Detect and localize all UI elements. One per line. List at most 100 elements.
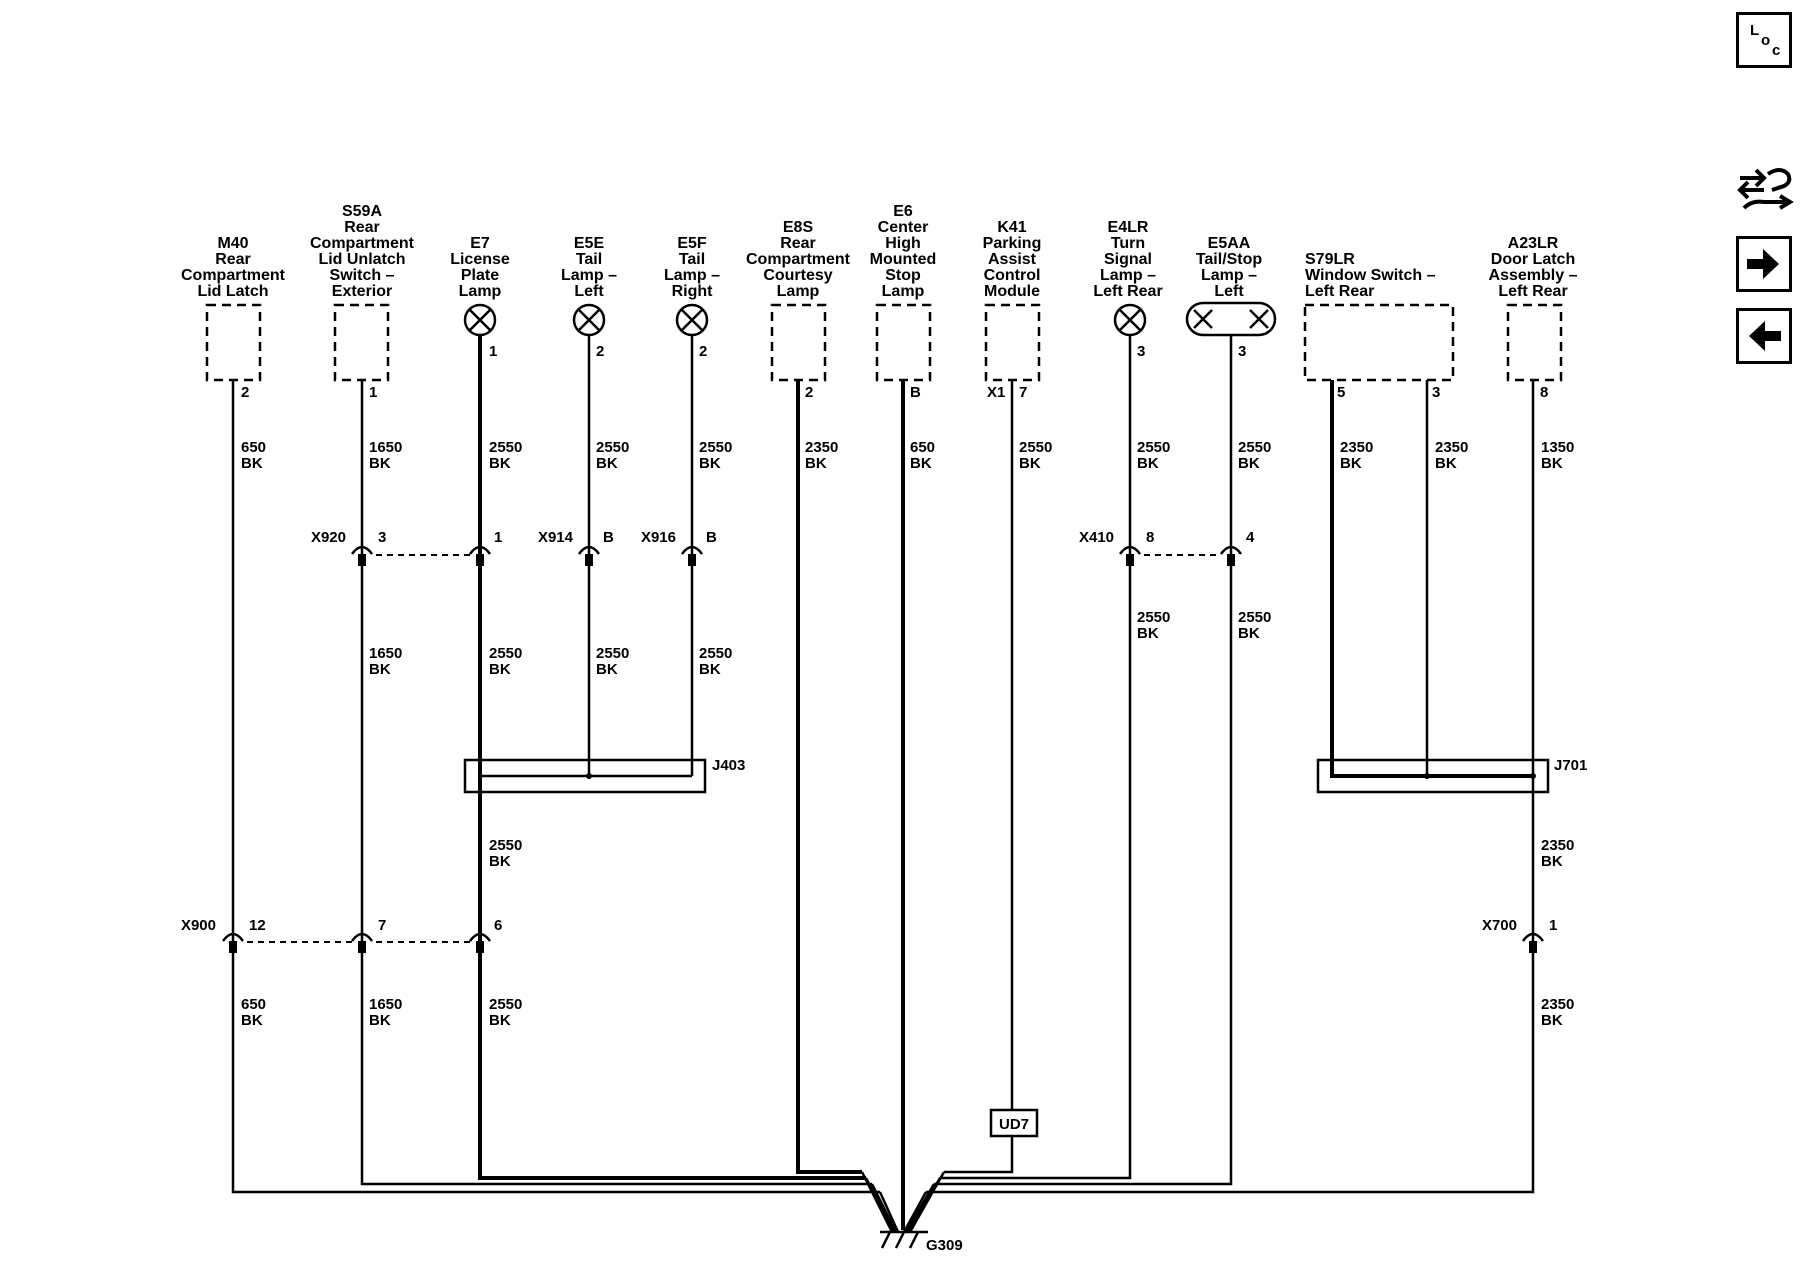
svg-text:E8S: E8S <box>783 219 814 236</box>
svg-text:Left: Left <box>1214 283 1244 300</box>
svg-text:Left Rear: Left Rear <box>1305 283 1374 300</box>
ground-g309-icon: G309 <box>880 1230 963 1254</box>
previous-arrow-icon <box>1749 321 1781 351</box>
svg-text:X410: X410 <box>1079 529 1114 546</box>
svg-text:X914: X914 <box>538 529 574 546</box>
svg-text:Lamp –: Lamp – <box>1100 267 1156 284</box>
svg-text:BK: BK <box>1541 1012 1563 1029</box>
svg-text:o: o <box>1761 32 1770 49</box>
label-e6: E6 Center High Mounted Stop Lamp <box>870 203 937 300</box>
e8s-pin: 2 <box>805 384 813 401</box>
svg-text:BK: BK <box>596 455 618 472</box>
svg-text:BK: BK <box>699 455 721 472</box>
svg-text:BK: BK <box>369 1012 391 1029</box>
svg-text:Tail: Tail <box>576 251 602 268</box>
splice-j701: J701 <box>1316 757 1587 794</box>
svg-text:2350: 2350 <box>1435 439 1468 456</box>
wire-e5aa <box>934 335 1233 1186</box>
a23lr-component-box <box>1506 303 1563 382</box>
label-e7: E7 License Plate Lamp <box>450 235 510 300</box>
svg-text:Rear: Rear <box>215 251 251 268</box>
svg-text:1650: 1650 <box>369 645 402 662</box>
svg-text:E5E: E5E <box>574 235 605 252</box>
svg-text:BK: BK <box>1541 455 1563 472</box>
svg-text:2550: 2550 <box>1019 439 1052 456</box>
svg-text:2550: 2550 <box>489 837 522 854</box>
svg-text:Assist: Assist <box>988 251 1037 268</box>
e5e-pin: 2 <box>596 343 604 360</box>
svg-text:Lamp –: Lamp – <box>561 267 617 284</box>
splice-j403: J403 <box>463 757 745 794</box>
svg-text:2550: 2550 <box>1238 609 1271 626</box>
s79lr-component-box <box>1303 303 1455 382</box>
svg-text:650: 650 <box>241 996 266 1013</box>
connector-x900: X900 12 7 6 <box>181 917 502 953</box>
svg-text:BK: BK <box>1137 625 1159 642</box>
e6-pin: B <box>910 384 921 401</box>
e5e-lamp-icon <box>572 303 606 337</box>
wire-e8s <box>796 380 862 1174</box>
svg-text:7: 7 <box>378 917 386 934</box>
svg-text:J403: J403 <box>712 757 745 774</box>
svg-text:Rear: Rear <box>344 219 380 236</box>
e6-component-box <box>875 303 932 382</box>
svg-text:BK: BK <box>1238 455 1260 472</box>
previous-button[interactable] <box>1736 308 1792 364</box>
svg-text:Tail/Stop: Tail/Stop <box>1196 251 1263 268</box>
connector-x700: X700 1 <box>1482 917 1557 953</box>
component-button[interactable] <box>1734 160 1796 220</box>
label-e8s: E8S Rear Compartment Courtesy Lamp <box>746 219 851 300</box>
wires <box>231 335 1535 1233</box>
svg-text:Module: Module <box>984 283 1040 300</box>
m40-pin: 2 <box>241 384 249 401</box>
svg-text:2550: 2550 <box>596 645 629 662</box>
svg-text:X916: X916 <box>641 529 676 546</box>
next-button[interactable] <box>1736 236 1792 292</box>
location-button[interactable]: L o c <box>1736 12 1792 68</box>
svg-text:BK: BK <box>1435 455 1457 472</box>
svg-text:BK: BK <box>241 1012 263 1029</box>
e5aa-pin: 3 <box>1238 343 1246 360</box>
svg-text:BK: BK <box>699 661 721 678</box>
svg-text:BK: BK <box>596 661 618 678</box>
svg-text:High: High <box>885 235 921 252</box>
svg-text:S59A: S59A <box>342 203 382 220</box>
svg-text:1: 1 <box>494 529 502 546</box>
svg-text:Center: Center <box>878 219 929 236</box>
e5aa-dual-lamp-icon <box>1185 301 1277 337</box>
svg-text:E5F: E5F <box>677 235 707 252</box>
k41-connector: X1 <box>987 384 1005 401</box>
svg-text:M40: M40 <box>217 235 248 252</box>
svg-text:650: 650 <box>241 439 266 456</box>
svg-text:Rear: Rear <box>780 235 816 252</box>
ground-label: G309 <box>926 1237 963 1254</box>
svg-text:E5AA: E5AA <box>1208 235 1251 252</box>
e7-pin: 1 <box>489 343 497 360</box>
svg-text:Compartment: Compartment <box>310 235 415 252</box>
wire-a23lr <box>926 380 1535 1194</box>
label-e4lr: E4LR Turn Signal Lamp – Left Rear <box>1093 219 1162 300</box>
svg-text:UD7: UD7 <box>999 1116 1029 1133</box>
svg-text:Courtesy: Courtesy <box>763 267 832 284</box>
svg-text:J701: J701 <box>1554 757 1587 774</box>
svg-text:E7: E7 <box>470 235 490 252</box>
svg-text:2550: 2550 <box>596 439 629 456</box>
svg-text:6: 6 <box>494 917 502 934</box>
svg-text:X920: X920 <box>311 529 346 546</box>
svg-text:Right: Right <box>672 283 714 300</box>
svg-text:BK: BK <box>1340 455 1362 472</box>
svg-text:Lamp: Lamp <box>882 283 925 300</box>
svg-text:2550: 2550 <box>699 645 732 662</box>
svg-text:2550: 2550 <box>1238 439 1271 456</box>
svg-text:S79LR: S79LR <box>1305 251 1355 268</box>
svg-text:E4LR: E4LR <box>1108 219 1149 236</box>
ud7-label-box: UD7 <box>989 1108 1039 1138</box>
svg-text:2550: 2550 <box>489 996 522 1013</box>
k41-pin: 7 <box>1019 384 1027 401</box>
svg-text:Plate: Plate <box>461 267 499 284</box>
svg-text:2350: 2350 <box>805 439 838 456</box>
e4lr-lamp-icon <box>1113 303 1147 337</box>
svg-text:2350: 2350 <box>1541 996 1574 1013</box>
